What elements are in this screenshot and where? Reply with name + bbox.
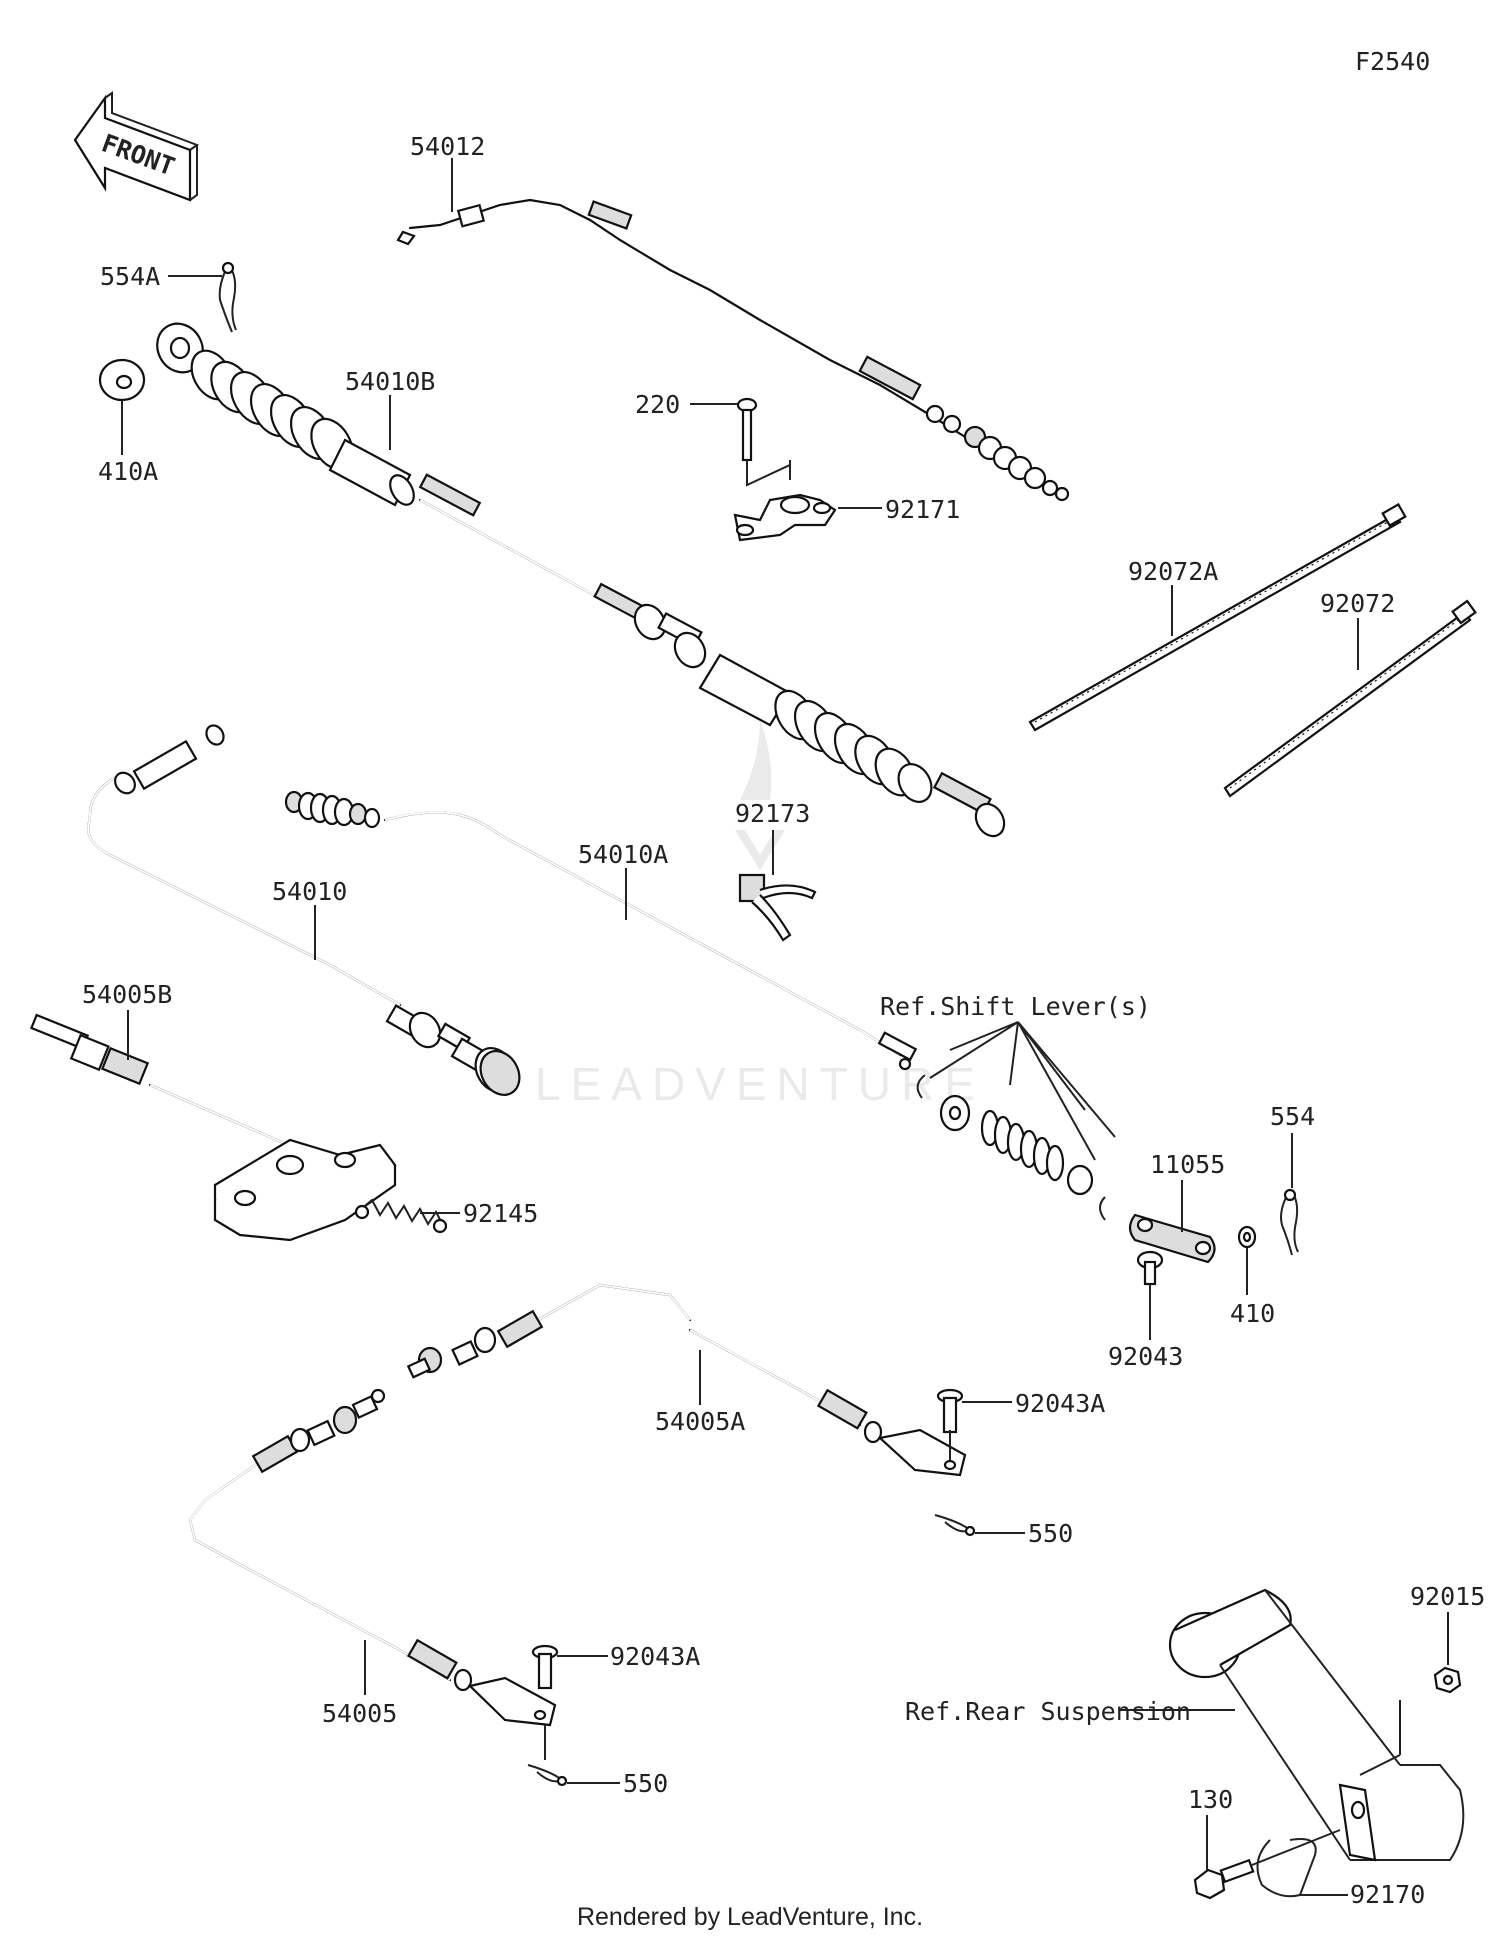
part-92015-nut xyxy=(1433,1666,1462,1694)
ref-shift-lever: Ref.Shift Lever(s) xyxy=(880,992,1151,1021)
label-54010B: 54010B xyxy=(345,367,435,396)
part-92072-cable-tie xyxy=(1223,599,1477,798)
part-130-bolt xyxy=(1193,1858,1255,1900)
label-554A: 554A xyxy=(100,262,160,291)
part-92145-spring xyxy=(354,1198,448,1234)
label-130: 130 xyxy=(1188,1785,1233,1814)
part-554A-clip xyxy=(218,261,237,333)
label-92171: 92171 xyxy=(885,495,960,524)
label-550-lower: 550 xyxy=(623,1769,668,1798)
rear-suspension-reference xyxy=(1168,1588,1465,1862)
label-54005A: 54005A xyxy=(655,1407,745,1436)
footer-credit: Rendered by LeadVenture, Inc. xyxy=(577,1903,923,1931)
label-92043A-upper: 92043A xyxy=(1015,1389,1105,1418)
label-410A: 410A xyxy=(98,457,158,486)
part-550-cotter-pin-lower xyxy=(527,1764,568,1787)
label-92170: 92170 xyxy=(1350,1880,1425,1909)
part-11055-link xyxy=(1128,1213,1216,1264)
label-92145: 92145 xyxy=(463,1199,538,1228)
label-92173: 92173 xyxy=(735,799,810,828)
part-54010A-cable xyxy=(284,790,918,1071)
part-92043A-pin-upper xyxy=(936,1388,964,1434)
part-92171-clamp xyxy=(733,493,837,542)
part-554-clip xyxy=(1280,1188,1299,1256)
label-54010A: 54010A xyxy=(578,840,668,869)
part-54010B-cable xyxy=(156,322,1006,838)
part-220-bolt xyxy=(736,397,758,462)
part-92072A-cable-tie xyxy=(1028,502,1407,732)
label-92015: 92015 xyxy=(1410,1582,1485,1611)
label-92072A: 92072A xyxy=(1128,557,1218,586)
label-92043: 92043 xyxy=(1108,1342,1183,1371)
part-92043-pin xyxy=(1136,1250,1164,1286)
label-54005: 54005 xyxy=(322,1699,397,1728)
part-550-cotter-pin-upper xyxy=(934,1514,976,1537)
label-54010: 54010 xyxy=(272,877,347,906)
part-92170-lynch-pin xyxy=(1256,1838,1317,1898)
part-54005B-cable xyxy=(29,1013,397,1242)
front-arrow-icon: FRONT xyxy=(73,91,200,202)
shift-lever-hardware xyxy=(916,1074,1106,1221)
part-54010-cable xyxy=(86,724,521,1096)
part-54005A-cable xyxy=(406,1283,967,1477)
label-92072: 92072 xyxy=(1320,589,1395,618)
label-11055: 11055 xyxy=(1150,1150,1225,1179)
part-410A-washer xyxy=(98,358,146,402)
part-92173-clip xyxy=(738,873,817,942)
part-410-washer xyxy=(1237,1225,1257,1249)
figure-code: F2540 xyxy=(1355,47,1430,76)
part-54005-cable xyxy=(188,1388,557,1727)
label-550-upper: 550 xyxy=(1028,1519,1073,1548)
label-92043A-lower: 92043A xyxy=(610,1642,700,1671)
label-220: 220 xyxy=(635,390,680,419)
part-92043A-pin-lower xyxy=(531,1644,559,1690)
label-54005B: 54005B xyxy=(82,980,172,1009)
label-554: 554 xyxy=(1270,1102,1315,1131)
ref-rear-suspension: Ref.Rear Suspension xyxy=(905,1697,1191,1726)
part-54012-cable xyxy=(396,198,1070,502)
label-410: 410 xyxy=(1230,1299,1275,1328)
label-54012: 54012 xyxy=(410,132,485,161)
